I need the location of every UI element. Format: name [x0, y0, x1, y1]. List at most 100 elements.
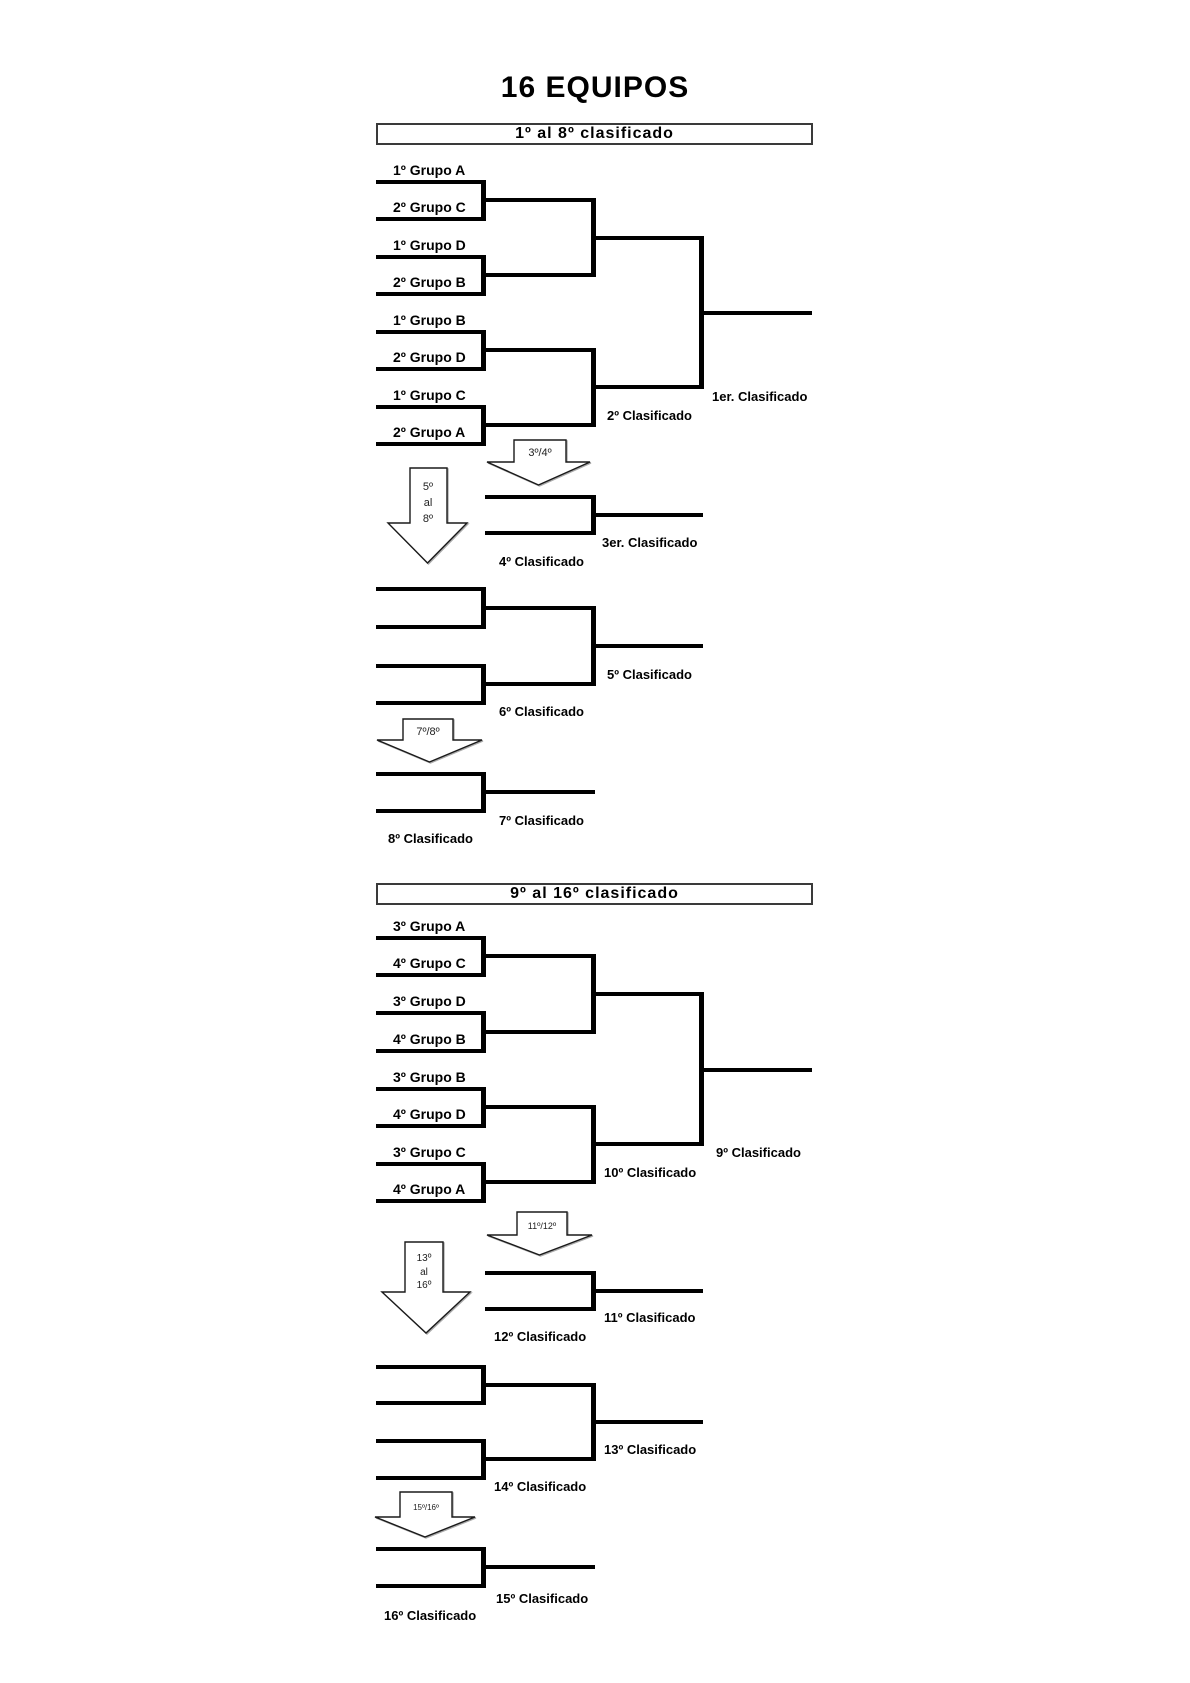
arrow-5-8-line3: 8º: [423, 513, 433, 525]
team-top-5: 1º Grupo B: [393, 312, 466, 328]
bracket-line-h: [591, 1142, 703, 1146]
place-label-16: 16º Clasificado: [384, 1608, 477, 1623]
bracket-line-h: [481, 1565, 595, 1569]
arrow-3-4: 3º/4º: [486, 439, 591, 486]
place-label-14: 14º Clasificado: [494, 1479, 587, 1494]
bracket-line-h: [591, 236, 703, 240]
bracket-line-h: [376, 367, 485, 371]
arrow-13-16-line3: 16º: [417, 1280, 432, 1291]
arrow-13-16: 13º al 16º: [380, 1241, 472, 1334]
arrow-5-8-line1: 5º: [423, 481, 433, 493]
bracket-line-h: [376, 1476, 485, 1480]
bracket-line-h: [376, 1124, 485, 1128]
bracket-line-h: [376, 1087, 485, 1091]
arrow-7-8: 7º/8º: [376, 718, 483, 763]
team-bottom-8: 4º Grupo A: [393, 1181, 466, 1197]
bracket-line-h: [376, 1199, 485, 1203]
bracket-line-h: [485, 1271, 596, 1275]
bracket-line-h: [376, 772, 485, 776]
bracket-line-h: [376, 625, 485, 629]
arrow-11-12: 11º/12º: [486, 1211, 593, 1256]
bracket-line-h: [376, 1547, 485, 1551]
bracket-line-h: [481, 1105, 595, 1109]
team-top-4: 2º Grupo B: [393, 274, 466, 290]
bracket-line-h: [481, 1383, 595, 1387]
bracket-line-h: [376, 1439, 485, 1443]
place-label-5: 5º Clasificado: [607, 667, 692, 682]
bracket-line-h: [485, 1307, 596, 1311]
bracket-line-h: [591, 1289, 703, 1293]
bracket-line-h: [481, 198, 595, 202]
bracket-line-h: [485, 495, 596, 499]
down-arrow-icon: 5º al 8º: [386, 467, 469, 564]
bracket-line-h: [376, 809, 485, 813]
team-bottom-3: 3º Grupo D: [393, 993, 466, 1009]
down-arrow-icon: 11º/12º: [486, 1211, 593, 1256]
bracket-line-h: [376, 1011, 485, 1015]
bracket-line-h: [376, 255, 485, 259]
bracket-line-h: [591, 385, 703, 389]
bracket-line-h: [376, 1584, 485, 1588]
bracket-line-h: [376, 1401, 485, 1405]
bracket-line-h: [481, 1030, 595, 1034]
bracket-line-h: [481, 1457, 595, 1461]
bracket-line-h: [376, 330, 485, 334]
team-bottom-2: 4º Grupo C: [393, 955, 466, 971]
bracket-line-h: [591, 992, 703, 996]
arrow-3-4-label: 3º/4º: [528, 447, 551, 459]
bracket-line-h: [376, 664, 485, 668]
team-top-7: 1º Grupo C: [393, 387, 466, 403]
arrow-11-12-label: 11º/12º: [528, 1221, 557, 1231]
bracket-line-h: [376, 292, 485, 296]
arrow-15-16-label: 15º/16º: [413, 1503, 439, 1512]
place-label-8: 8º Clasificado: [388, 831, 473, 846]
down-arrow-icon: 3º/4º: [486, 439, 591, 486]
team-top-6: 2º Grupo D: [393, 349, 466, 365]
bracket-line-h: [481, 348, 595, 352]
section-header-bottom-label: 9º al 16º clasificado: [510, 885, 679, 902]
place-label-13: 13º Clasificado: [604, 1442, 697, 1457]
bracket-line-h: [376, 936, 485, 940]
section-header-top-label: 1º al 8º clasificado: [515, 125, 674, 142]
bracket-line-h: [376, 1162, 485, 1166]
place-label-3: 3er. Clasificado: [602, 535, 698, 550]
bracket-line-h: [485, 531, 596, 535]
team-top-2: 2º Grupo C: [393, 199, 466, 215]
bracket-line-h: [376, 217, 485, 221]
arrow-5-8-line2: al: [424, 497, 433, 509]
arrow-15-16: 15º/16º: [374, 1491, 476, 1538]
bracket-line-h: [376, 1049, 485, 1053]
arrow-5-8: 5º al 8º: [386, 467, 469, 564]
down-arrow-icon: 13º al 16º: [380, 1241, 472, 1334]
place-label-4: 4º Clasificado: [499, 554, 584, 569]
place-label-12: 12º Clasificado: [494, 1329, 587, 1344]
team-bottom-4: 4º Grupo B: [393, 1031, 466, 1047]
bracket-line-h: [481, 682, 595, 686]
place-label-15: 15º Clasificado: [496, 1591, 589, 1606]
bracket-line-h: [376, 587, 485, 591]
team-bottom-6: 4º Grupo D: [393, 1106, 466, 1122]
bracket-line-h: [481, 273, 595, 277]
place-label-6: 6º Clasificado: [499, 704, 584, 719]
bracket-line-h: [591, 644, 703, 648]
bracket-line-h: [376, 701, 485, 705]
page-title: 16 EQUIPOS: [500, 71, 690, 104]
team-bottom-1: 3º Grupo A: [393, 918, 466, 934]
place-label-9: 9º Clasificado: [716, 1145, 801, 1160]
place-label-10: 10º Clasificado: [604, 1165, 697, 1180]
team-top-1: 1º Grupo A: [393, 162, 466, 178]
bracket-line-h: [591, 1420, 703, 1424]
bracket-line-h: [481, 954, 595, 958]
bracket-line-h: [481, 606, 595, 610]
team-bottom-5: 3º Grupo B: [393, 1069, 466, 1085]
bracket-line-h: [481, 423, 595, 427]
arrow-13-16-line2: al: [420, 1267, 428, 1278]
bracket-line-h: [376, 973, 485, 977]
arrow-7-8-label: 7º/8º: [416, 726, 439, 738]
place-label-11: 11º Clasificado: [604, 1310, 696, 1325]
bracket-line-h: [376, 180, 485, 184]
bracket-line-h: [376, 405, 485, 409]
team-top-8: 2º Grupo A: [393, 424, 466, 440]
bracket-line-h: [376, 1365, 485, 1369]
